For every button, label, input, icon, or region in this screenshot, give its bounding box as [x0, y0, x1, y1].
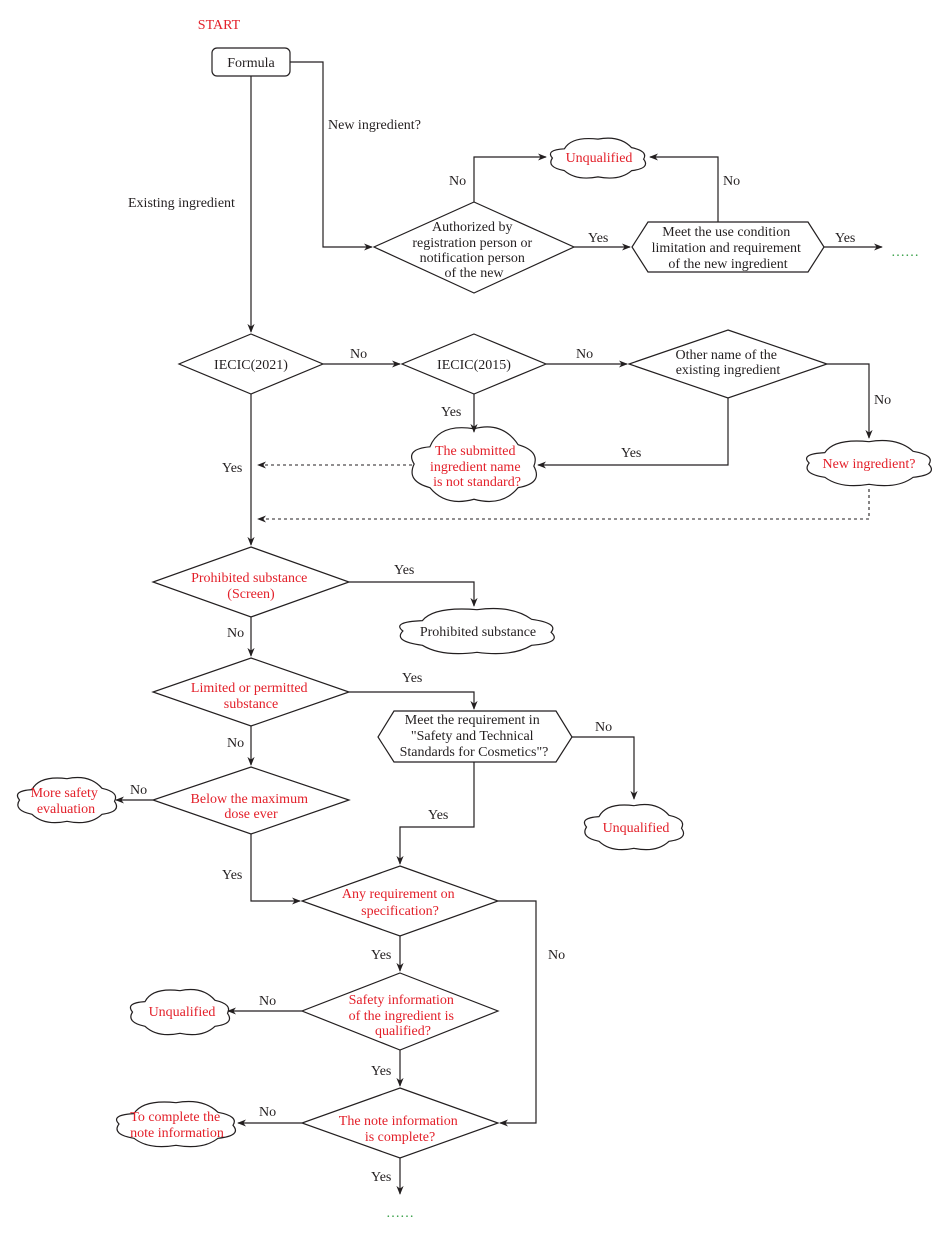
connector-othername-yes	[537, 398, 729, 469]
prohibited-screen-label: Prohibited substance (Screen)	[191, 571, 311, 602]
meet-use-condition-hexagon	[631, 221, 825, 273]
meet-requirement-hexagon	[377, 710, 573, 763]
connector-othername-no	[827, 363, 873, 439]
connector-below-yes	[250, 834, 301, 905]
iecic2015-label: IECIC(2015)	[437, 358, 511, 373]
unqualified-top-label: Unqualified	[566, 151, 633, 166]
cloud-prohibited-substance	[400, 609, 555, 654]
ellipsis-bottom: ……	[386, 1206, 414, 1221]
connector-anyreq-no	[498, 900, 537, 1127]
more-safety-label: More safety evaluation	[31, 786, 102, 817]
cloud-unqualified-right	[584, 805, 683, 850]
label-yes-note: Yes	[371, 1170, 391, 1185]
connector-formula-to-authorized	[290, 61, 373, 251]
new-ingredient-question: New ingredient?	[328, 118, 421, 133]
ellipsis-top-right: ……	[891, 245, 919, 260]
existing-ingredient-label: Existing ingredient	[128, 196, 235, 211]
label-yes-meetuse: Yes	[835, 231, 855, 246]
label-no-prohibited: No	[227, 626, 244, 641]
cloud-complete-note	[117, 1102, 236, 1147]
new-ingredient-cloud-label: New ingredient?	[823, 457, 916, 472]
cloud-unqualified-bottom	[130, 990, 229, 1035]
meet-use-label: Meet the use condition limitation and re…	[652, 225, 805, 272]
label-yes-below: Yes	[222, 868, 242, 883]
label-no-note: No	[259, 1105, 276, 1120]
note-complete-label: The note information is complete?	[339, 1114, 461, 1145]
label-yes-iecic2021: Yes	[222, 461, 242, 476]
label-no-meetreq: No	[595, 720, 612, 735]
limited-permitted-label: Limited or permitted substance	[191, 681, 311, 712]
label-no-meetuse: No	[723, 174, 740, 189]
meet-requirement-label: Meet the requirement in "Safety and Tech…	[400, 713, 549, 760]
label-yes-authorized: Yes	[588, 231, 608, 246]
label-yes-iecic2015: Yes	[441, 405, 461, 420]
complete-note-label: To complete the note information	[130, 1110, 224, 1141]
formula-label: Formula	[227, 56, 275, 71]
prohibited-substance-label: Prohibited substance	[420, 625, 536, 640]
safety-info-label: Safety information of the ingredient is …	[349, 993, 458, 1039]
connector-limited-yes	[349, 691, 478, 710]
iecic2021-label: IECIC(2021)	[214, 358, 288, 373]
unqualified-right-label: Unqualified	[603, 821, 670, 836]
label-no-anyreq: No	[548, 948, 565, 963]
submitted-not-standard-label: The submitted ingredient name is not sta…	[430, 444, 524, 490]
label-yes-safety: Yes	[371, 1064, 391, 1079]
start-label: START	[198, 18, 241, 33]
label-no-safety: No	[259, 994, 276, 1009]
label-no-othername: No	[874, 393, 891, 408]
below-max-label: Below the maximum dose ever	[191, 792, 312, 822]
label-no-iecic2015: No	[576, 347, 593, 362]
cloud-unqualified-top	[550, 138, 645, 178]
unqualified-bottom-label: Unqualified	[149, 1005, 216, 1020]
label-no-iecic2021: No	[350, 347, 367, 362]
connector-meetreq-yes	[396, 762, 475, 865]
label-no-below: No	[130, 783, 147, 798]
any-requirement-label: Any requirement on specification?	[342, 887, 458, 919]
label-yes-anyreq: Yes	[371, 948, 391, 963]
connector-authorized-no	[473, 153, 547, 202]
label-yes-prohibited: Yes	[394, 563, 414, 578]
other-name-label: Other name of the existing ingredient	[676, 348, 781, 378]
connector-prohibited-yes	[349, 581, 478, 607]
label-yes-meetreq: Yes	[428, 808, 448, 823]
label-yes-othername: Yes	[621, 446, 641, 461]
label-no-limited: No	[227, 736, 244, 751]
cloud-new-ingredient	[807, 441, 932, 486]
label-yes-limited: Yes	[402, 671, 422, 686]
cloud-submitted-not-standard	[412, 427, 537, 502]
cloud-more-safety	[17, 778, 116, 823]
connector-new-ingredient-dashed	[257, 489, 870, 523]
authorized-label: Authorized by registration person or not…	[412, 220, 535, 281]
authorized-decision	[372, 201, 576, 294]
label-no-authorized: No	[449, 174, 466, 189]
connector-meetuse-no	[649, 153, 719, 222]
connector-meetreq-no	[572, 736, 638, 800]
